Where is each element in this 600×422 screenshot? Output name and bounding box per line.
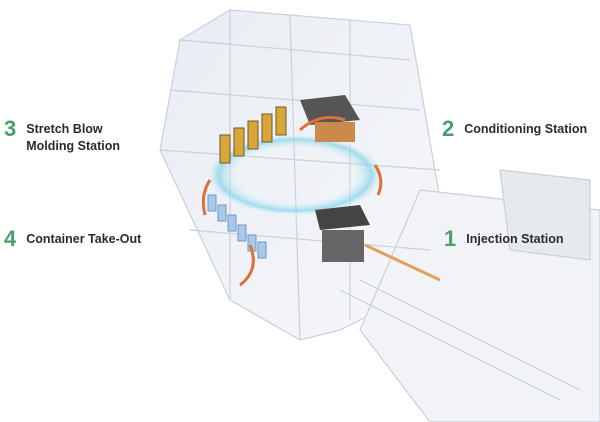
station-number: 2 <box>442 116 455 141</box>
station-name: Injection Station <box>466 232 564 246</box>
station-name: Container Take-Out <box>26 232 142 246</box>
rotary-ring <box>205 133 385 217</box>
station-1-label: 1 Injection Station <box>444 228 563 250</box>
conditioning-unit <box>300 95 360 142</box>
station-3-label: 3 Stretch Blow Molding Station <box>4 118 136 155</box>
injection-unit <box>315 205 441 282</box>
station-number: 1 <box>444 226 457 251</box>
blow-molds <box>219 106 287 164</box>
containers <box>207 194 267 259</box>
station-number: 4 <box>4 226 17 251</box>
station-name: Conditioning Station <box>464 122 588 136</box>
station-2-label: 2 Conditioning Station <box>442 118 587 140</box>
station-name: Stretch Blow Molding Station <box>26 122 120 153</box>
station-number: 3 <box>4 116 17 141</box>
station-4-label: 4 Container Take-Out <box>4 228 141 250</box>
rotation-arrows <box>201 116 383 287</box>
